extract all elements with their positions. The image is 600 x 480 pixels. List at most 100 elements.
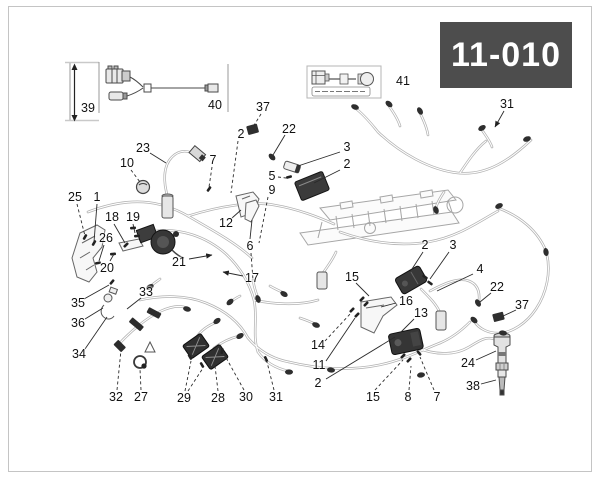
ignition-coil-upper <box>394 265 428 295</box>
part-label-16: 16 <box>399 293 413 308</box>
part-label-4: 4 <box>476 261 484 276</box>
part-label-25: 25 <box>68 189 82 204</box>
leader-line <box>355 282 370 297</box>
mounting-brackets <box>71 191 398 334</box>
part-label-18: 18 <box>105 209 119 224</box>
part-label-27: 27 <box>134 389 148 404</box>
leader-line <box>249 219 253 240</box>
leader-line <box>258 196 269 244</box>
leader-line <box>116 349 122 391</box>
part-label-37: 37 <box>515 297 529 312</box>
leader-line <box>252 113 262 128</box>
leader-line <box>266 361 275 391</box>
leader-line <box>324 312 352 342</box>
part-label-2: 2 <box>421 237 429 252</box>
part-label-36: 36 <box>71 315 85 330</box>
part-label-24: 24 <box>461 355 475 370</box>
starter-solenoid <box>135 223 185 259</box>
leader-line <box>408 365 412 391</box>
leader-line <box>479 292 492 303</box>
part-label-8: 8 <box>404 389 412 404</box>
leader-line <box>436 273 474 292</box>
part-label-22: 22 <box>490 279 504 294</box>
part-label-2: 2 <box>343 156 351 171</box>
spark-plug-38 <box>495 362 509 396</box>
resistor-3 <box>283 160 301 174</box>
part-label-3: 3 <box>449 237 457 252</box>
part-label-5: 5 <box>268 168 276 183</box>
leader-line <box>83 284 110 300</box>
leader-line <box>139 368 142 391</box>
leader-line <box>400 318 415 333</box>
part-label-7: 7 <box>209 152 217 167</box>
leader-line <box>250 252 254 281</box>
leader-line <box>480 379 497 385</box>
leader-line <box>231 209 242 219</box>
harness-connectors <box>146 100 549 378</box>
leader-line <box>500 309 517 318</box>
leader-line <box>98 244 105 262</box>
leader-line <box>93 203 98 243</box>
leader-line <box>130 169 141 183</box>
bolts <box>82 175 433 368</box>
leader-line <box>223 353 245 391</box>
leader-line <box>475 350 497 361</box>
part-label-22: 22 <box>282 121 296 136</box>
part-label-29: 29 <box>177 390 191 405</box>
part-label-14: 14 <box>311 337 325 352</box>
leader-line <box>277 176 287 179</box>
part-label-33: 33 <box>139 284 153 299</box>
ecu-box <box>294 171 330 201</box>
part-label-20: 20 <box>100 260 114 275</box>
braided-cable-33-34 <box>113 307 162 352</box>
ignition-coil-lower <box>388 327 424 356</box>
orientation-arrow-39 <box>71 63 78 122</box>
leader-line <box>208 166 213 188</box>
part-label-30: 30 <box>239 389 253 404</box>
leader-line <box>149 152 167 164</box>
part-label-28: 28 <box>211 390 225 405</box>
cable-kit-40 <box>105 65 219 101</box>
part-label-2: 2 <box>237 126 245 141</box>
part-label-35: 35 <box>71 295 85 310</box>
leader-line <box>374 359 404 391</box>
part-label-19: 19 <box>126 209 140 224</box>
part-label-15: 15 <box>345 269 359 284</box>
part-label-15: 15 <box>366 389 380 404</box>
leader-line <box>411 251 424 270</box>
part-label-26: 26 <box>99 230 113 245</box>
connector-kit-41 <box>306 65 382 99</box>
part-label-1: 1 <box>93 189 101 204</box>
part-label-38: 38 <box>466 378 480 393</box>
part-label-32: 32 <box>109 389 123 404</box>
part-label-7: 7 <box>433 389 441 404</box>
leader-line <box>188 253 213 260</box>
part-label-3: 3 <box>343 139 351 154</box>
reference-cells <box>65 61 382 122</box>
leader-line <box>429 251 450 280</box>
leader-line <box>84 307 104 320</box>
wire-end-marker <box>144 340 156 353</box>
part-label-12: 12 <box>219 215 233 230</box>
leader-line <box>222 270 244 277</box>
part-label-21: 21 <box>172 254 186 269</box>
part-label-6: 6 <box>246 238 254 253</box>
clips-37 <box>246 123 505 322</box>
part-label-37: 37 <box>256 99 270 114</box>
leader-line <box>419 356 435 391</box>
leader-line <box>325 336 396 380</box>
part-label-2: 2 <box>314 375 322 390</box>
leader-line <box>297 151 341 167</box>
part-label-39: 39 <box>81 100 95 115</box>
part-label-31: 31 <box>269 389 283 404</box>
rubber-cap-10 <box>135 179 151 195</box>
page-code-badge: 11-010 <box>440 22 572 88</box>
part-label-9: 9 <box>268 182 276 197</box>
engine-block-outline <box>299 189 464 246</box>
leader-line <box>380 302 397 308</box>
part-label-31: 31 <box>500 96 514 111</box>
leader-line <box>187 367 204 392</box>
